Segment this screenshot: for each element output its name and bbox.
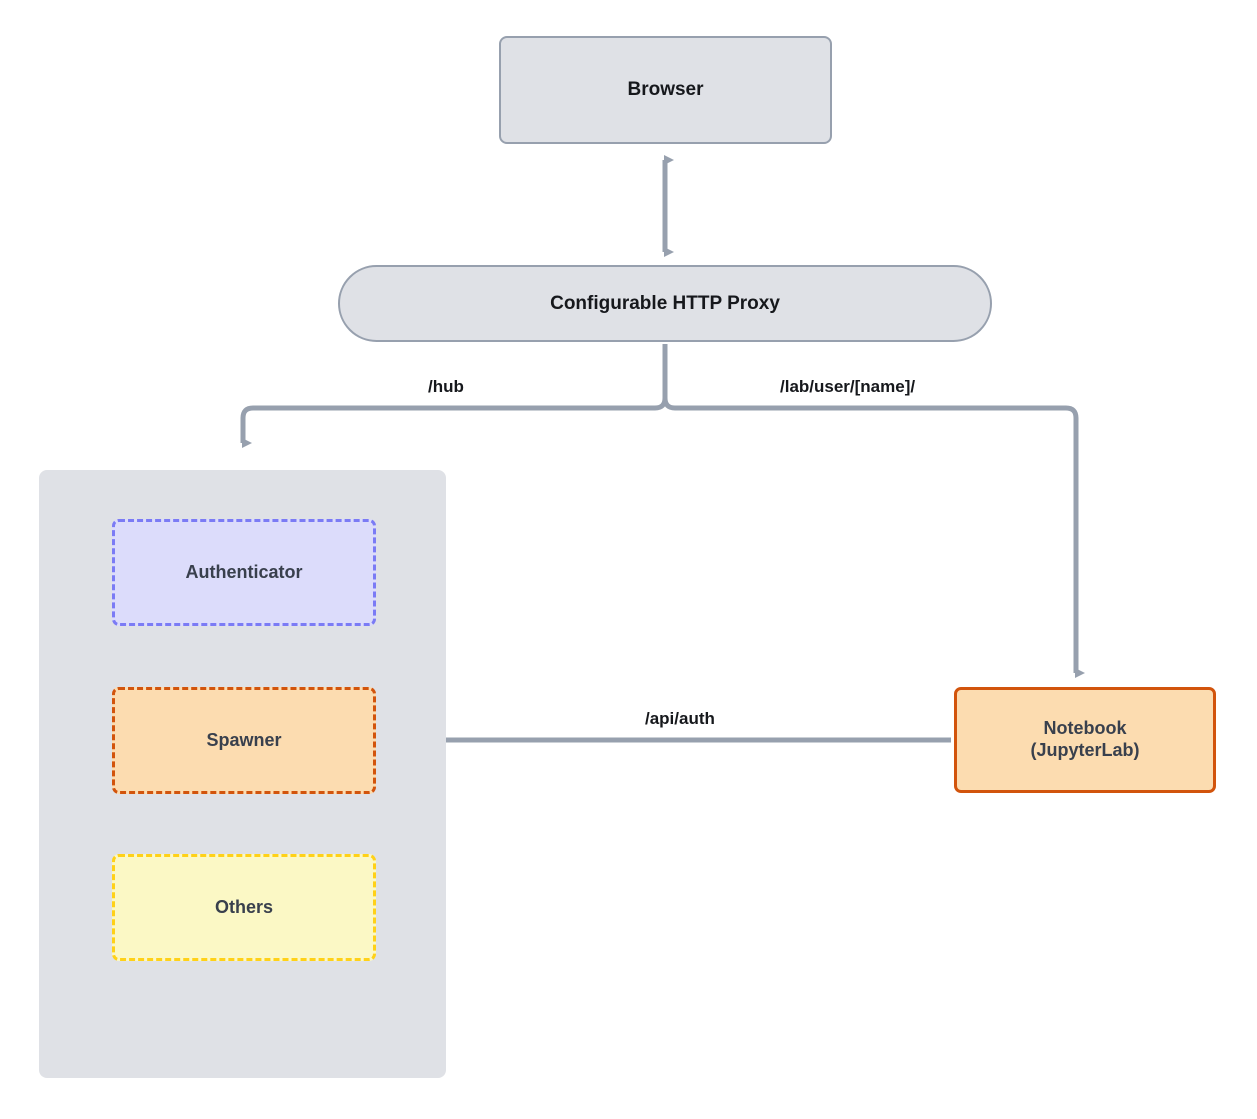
node-others-label: Others — [214, 896, 274, 917]
node-authenticator[interactable]: Authenticator — [112, 519, 376, 626]
edge-label-api-auth: /api/auth — [645, 709, 715, 728]
node-authenticator-label: Authenticator — [185, 561, 303, 582]
edge-proxy-notebook — [662, 344, 1085, 678]
node-notebook-jupyterlab[interactable]: Notebook (JupyterLab) — [954, 687, 1216, 793]
node-browser[interactable]: Browser — [499, 36, 832, 144]
node-spawner-label: Spawner — [206, 729, 282, 750]
edge-label-lab-user-name: /lab/user/[name]/ — [780, 377, 916, 396]
node-configurable-http-proxy[interactable]: Configurable HTTP Proxy — [338, 265, 992, 342]
node-spawner[interactable]: Spawner — [112, 687, 376, 794]
node-notebook-label: Notebook (JupyterLab) — [1030, 718, 1140, 760]
node-browser-label: Browser — [627, 79, 704, 101]
edge-label-hub: /hub — [428, 377, 464, 396]
node-proxy-label: Configurable HTTP Proxy — [550, 292, 780, 314]
node-others[interactable]: Others — [112, 854, 376, 961]
